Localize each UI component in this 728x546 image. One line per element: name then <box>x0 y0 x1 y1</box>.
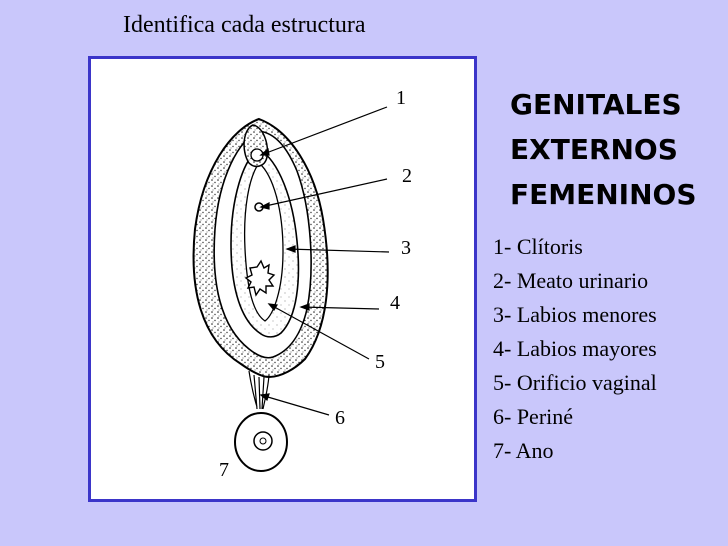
title-line: GENITALES <box>510 88 682 121</box>
leader-lines <box>259 106 390 416</box>
label-6: 6 <box>335 407 345 429</box>
legend-item: 2- Meato urinario <box>493 268 649 293</box>
leader-line-4 <box>300 306 380 310</box>
instruction-heading: Identifica cada estructura <box>123 12 366 38</box>
diagram-title: GENITALES EXTERNOS FEMENINOS <box>510 82 697 217</box>
leader-line-5 <box>268 303 370 360</box>
anatomy-drawing <box>192 106 390 472</box>
label-4: 4 <box>390 292 400 314</box>
legend-item: 7- Ano <box>493 438 554 463</box>
vaginal-orifice-shape <box>244 259 276 297</box>
legend-item: 6- Periné <box>493 404 574 429</box>
leader-line-3 <box>286 248 390 253</box>
legend-list: 1- Clítoris 2- Meato urinario 3- Labios … <box>493 230 657 468</box>
leader-line-1 <box>260 106 388 156</box>
legend-item: 4- Labios mayores <box>493 336 657 361</box>
legend-item: 5- Orificio vaginal <box>493 370 657 395</box>
perineum-shape <box>248 370 270 410</box>
legend-item: 3- Labios menores <box>493 302 657 327</box>
label-5: 5 <box>375 351 385 373</box>
label-1: 1 <box>396 87 406 109</box>
label-7: 7 <box>219 459 229 481</box>
leader-line-2 <box>260 178 388 208</box>
legend-item: 1- Clítoris <box>493 234 583 259</box>
title-line: EXTERNOS <box>510 133 678 166</box>
label-2: 2 <box>402 165 412 187</box>
label-3: 3 <box>401 237 411 259</box>
leader-line-6 <box>260 394 330 416</box>
diagram-panel: 1 2 3 4 5 6 7 <box>88 56 477 502</box>
title-line: FEMENINOS <box>510 178 697 211</box>
